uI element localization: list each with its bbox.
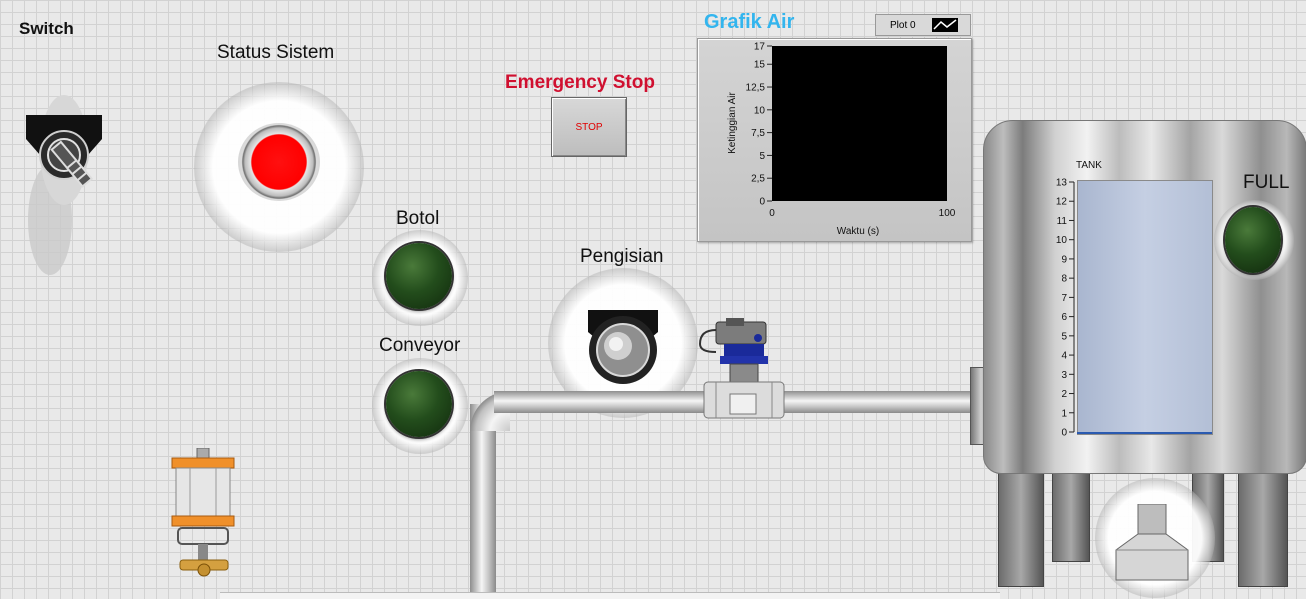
- toggle-switch-icon: [26, 95, 102, 275]
- chart-y-tick-label: 5: [759, 151, 765, 162]
- tank-scale-label: 6: [1061, 312, 1067, 323]
- tank-scale-label: 8: [1061, 274, 1067, 285]
- emergency-stop-title: Emergency Stop: [505, 72, 655, 93]
- conveyor-led: [386, 371, 452, 437]
- chart-x-tick-label: 100: [939, 208, 956, 219]
- legend-label: Plot 0: [890, 19, 916, 31]
- water-level-chart[interactable]: 17 15 12,5 10 7,5 5 2,5 0 0 100 Waktu (s) Keting…: [697, 38, 970, 240]
- tank-leg-4: [1238, 455, 1288, 587]
- tank-scale-label: 2: [1061, 389, 1067, 400]
- tank-scale-label: 13: [1056, 178, 1068, 189]
- chart-x-tick-label: 0: [769, 208, 775, 219]
- pengisian-switch[interactable]: [586, 306, 660, 390]
- tank-level-indicator: [1077, 180, 1213, 435]
- tank-label: TANK: [1076, 160, 1102, 171]
- tank-scale-label: 10: [1056, 235, 1068, 246]
- botol-label: Botol: [396, 208, 440, 229]
- legend-line-icon: [931, 18, 958, 32]
- tank-scale-label: 7: [1061, 293, 1067, 304]
- pengisian-label: Pengisian: [580, 246, 664, 267]
- tank-scale-label: 11: [1057, 216, 1068, 227]
- chart-y-tick-label: 0: [759, 197, 765, 208]
- chart-plot-area: [772, 46, 947, 201]
- tank-leg-1: [998, 455, 1044, 587]
- toggle-switch[interactable]: [24, 95, 104, 275]
- tank-scale-label: 12: [1056, 197, 1068, 208]
- pengisian-switch-icon: [588, 310, 658, 384]
- chart-x-axis-label: Waktu (s): [837, 226, 879, 237]
- chart-y-tick-label: 17: [754, 42, 766, 53]
- status-sistem-led: [238, 123, 320, 201]
- botol-led: [386, 243, 452, 309]
- stop-button[interactable]: STOP: [551, 97, 627, 157]
- chart-legend[interactable]: Plot 0: [875, 14, 971, 36]
- tank-scale-label: 0: [1061, 428, 1067, 439]
- full-label: FULL: [1243, 172, 1290, 193]
- chart-y-tick-label: 10: [754, 105, 766, 116]
- chart-y-tick-label: 2,5: [751, 174, 765, 185]
- valve-icon: [698, 318, 785, 419]
- tank-scale-label: 9: [1061, 254, 1067, 265]
- tank-level-line: [1077, 432, 1212, 434]
- status-sistem-label: Status Sistem: [217, 42, 335, 63]
- bottom-scrollbar[interactable]: [220, 592, 1000, 599]
- full-led: [1225, 207, 1281, 273]
- pipe-vertical: [470, 404, 496, 598]
- chart-title: Grafik Air: [704, 11, 795, 33]
- tank-drain: [1112, 503, 1192, 584]
- tank-scale-label: 3: [1061, 370, 1067, 381]
- chart-y-axis-label: Ketinggian Air: [727, 91, 738, 153]
- chart-y-tick-label: 12,5: [746, 83, 766, 94]
- switch-label: Switch: [19, 19, 74, 38]
- tank-drain-icon: [1115, 503, 1189, 581]
- pneumatic-cylinder-icon: [171, 447, 235, 577]
- tank-scale-label: 4: [1061, 351, 1067, 362]
- chart-y-tick-label: 7,5: [751, 128, 765, 139]
- pneumatic-cylinder: [170, 447, 236, 578]
- tank-scale-label: 1: [1061, 408, 1067, 419]
- chart-y-tick-label: 15: [754, 60, 766, 71]
- valve[interactable]: [698, 316, 790, 422]
- tank-scale-label: 5: [1061, 331, 1067, 342]
- conveyor-label: Conveyor: [379, 335, 461, 356]
